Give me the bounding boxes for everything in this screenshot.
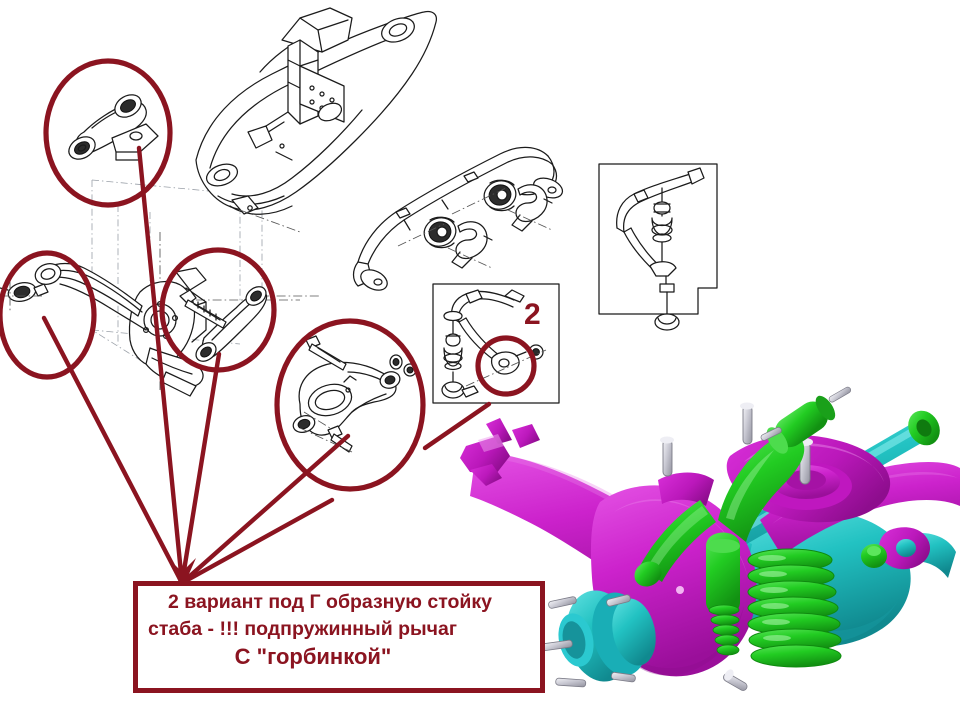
shock-absorber-3d — [634, 386, 887, 656]
lateral-link-circle — [159, 247, 277, 373]
stabilizer-bar-with-bushings — [352, 146, 564, 291]
callout-line-2: стаба - !!! подпружинный рычаг — [148, 618, 457, 640]
pointer-line-6 — [422, 401, 492, 451]
upper-control-arm-bushing-circle — [43, 58, 173, 208]
pointer-line-4 — [179, 497, 335, 586]
left-trailing-link-circle — [0, 250, 97, 380]
pointer-line-3 — [179, 351, 222, 586]
stud-bolts-3d — [723, 669, 748, 691]
stabilizer-bracket-2 — [511, 184, 553, 232]
wheel-hub-flange-3d — [541, 590, 656, 688]
stabilizer-bracket-1 — [451, 221, 493, 269]
pointer-line-5 — [179, 433, 351, 586]
spring-seat-arm-circle — [274, 318, 426, 492]
rear-subframe-crossmember — [195, 7, 438, 215]
pointer-arrowhead — [170, 558, 196, 590]
lateral-link-with-bolt — [179, 286, 268, 362]
stabilizer-link-end-circle — [475, 335, 537, 397]
pointer-lines — [41, 145, 492, 590]
stabilizer-bushing-1 — [423, 216, 457, 249]
coil-spring-3d — [747, 548, 842, 668]
trailing-arm — [0, 262, 147, 331]
marker-two-label: 2 — [524, 298, 541, 331]
inset-stabilizer-link-lower — [432, 283, 560, 404]
upper-control-arm — [68, 94, 159, 161]
guide-subframe-link — [239, 209, 301, 233]
stabilizer-bushing-2 — [483, 179, 517, 212]
spring-seat-lower-arm — [292, 335, 417, 453]
pointer-line-1 — [136, 145, 185, 586]
callout-line-1: 2 вариант под Г образную стойку — [168, 591, 493, 613]
callout-line-3: С "горбинкой" — [234, 644, 392, 669]
inset-stabilizer-link-right — [598, 163, 718, 331]
callout-textbox: 2 вариант под Г образную стойку стаба - … — [133, 581, 545, 693]
pointer-line-2 — [41, 315, 185, 586]
